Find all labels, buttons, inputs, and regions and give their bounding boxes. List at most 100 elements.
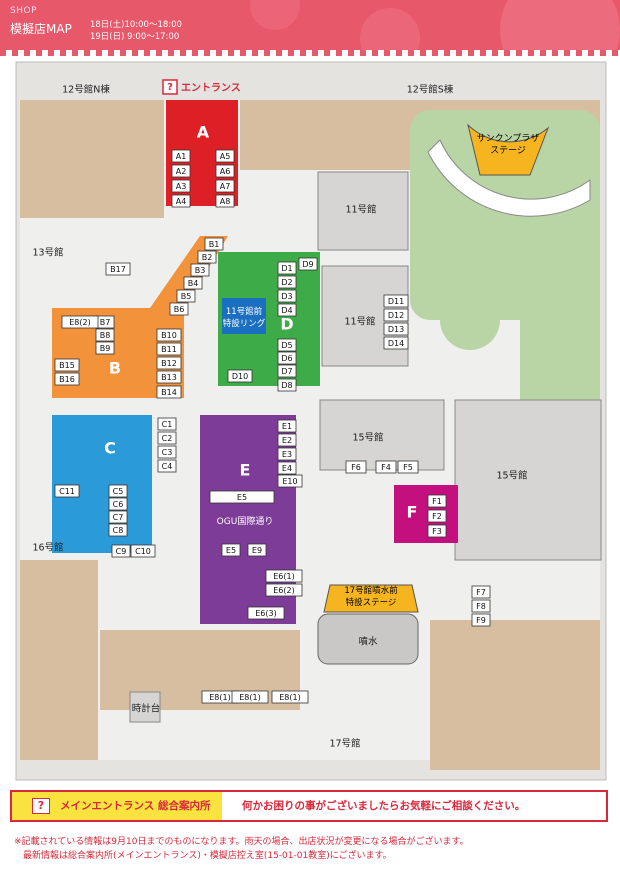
booth-f8: F8 <box>471 599 491 613</box>
booth-f1: F1 <box>427 494 447 508</box>
building-15-west <box>319 399 445 471</box>
booth-f9: F9 <box>471 613 491 627</box>
booth-b10: B10 <box>156 328 182 342</box>
booth-e6-1: E6(1) <box>265 569 303 583</box>
booth-label: D2 <box>281 278 292 287</box>
booth-label: E6(2) <box>273 586 294 595</box>
booth-label: F4 <box>381 463 391 472</box>
booth-label: B12 <box>161 359 177 368</box>
booth-label: B13 <box>161 373 177 382</box>
area-a-label: A <box>197 123 210 142</box>
booth-b17: B17 <box>105 262 131 276</box>
booth-label: B9 <box>100 344 111 353</box>
label-17: 17号館 <box>329 738 360 750</box>
booth-label: E5 <box>237 493 247 502</box>
section-label: SHOP <box>10 6 37 16</box>
booth-label: E9 <box>252 546 262 555</box>
booth-d6: D6 <box>277 351 297 365</box>
booth-d1: D1 <box>277 261 297 275</box>
booth-label: A2 <box>176 167 187 176</box>
booth-label: C5 <box>113 487 124 496</box>
notes: ※記載されている情報は9月10日までのものになります。雨天の場合、出店状況が変更… <box>14 835 614 863</box>
booth-b1: B1 <box>204 237 224 251</box>
booth-label: B11 <box>161 345 177 354</box>
booth-c5: C5 <box>108 484 128 498</box>
booth-label: E8(1) <box>209 693 230 702</box>
booth-a6: A6 <box>215 164 235 178</box>
booths: A1A2A3A4A5A6A7A8B1B2B3B4B5B6B7B8B9B17B10… <box>54 149 491 704</box>
booth-e6-2: E6(2) <box>265 583 303 597</box>
booth-label: D1 <box>281 264 292 273</box>
area-b <box>52 236 228 398</box>
booth-label: C6 <box>113 500 124 509</box>
booth-b12: B12 <box>156 356 182 370</box>
booth-label: D11 <box>388 297 404 306</box>
booth-label: D8 <box>281 381 292 390</box>
booth-a3: A3 <box>171 179 191 193</box>
booth-label: A8 <box>220 197 231 206</box>
booth-f5: F5 <box>397 460 419 474</box>
booth-label: C9 <box>116 547 127 556</box>
area-c <box>52 415 152 553</box>
booth-label: A5 <box>220 152 231 161</box>
page-title: 模擬店MAP <box>10 22 72 36</box>
booth-d4: D4 <box>277 303 297 317</box>
booth-label: A4 <box>176 197 187 206</box>
booth-label: E8(1) <box>279 693 300 702</box>
schedule-day1: 18日(土)10:00～18:00 <box>90 20 182 30</box>
booth-f7: F7 <box>471 585 491 599</box>
booth-d10: D10 <box>227 369 253 383</box>
label-clock: 時計台 <box>132 703 161 715</box>
booth-d8: D8 <box>277 378 297 392</box>
booth-label: E8(2) <box>69 318 90 327</box>
booth-label: A1 <box>176 152 187 161</box>
booth-label: D3 <box>281 292 292 301</box>
header-zigzag <box>0 50 620 56</box>
booth-f2: F2 <box>427 509 447 523</box>
label-11b: 11号館 <box>344 316 375 328</box>
booth-c1: C1 <box>157 417 177 431</box>
label-16: 16号館 <box>32 542 63 554</box>
booth-a4: A4 <box>171 194 191 208</box>
booth-label: F3 <box>432 527 442 536</box>
campus-map: サンクンプラザ ステージ A B C D 11号館前 特設リング E OGU国際… <box>15 61 607 781</box>
booth-b9: B9 <box>95 341 115 355</box>
booth-label: A3 <box>176 182 187 191</box>
booth-e8-1c: E8(1) <box>271 690 309 704</box>
booth-label: B15 <box>59 361 75 370</box>
fountain-stage-label-1: 17号館噴水前 <box>344 585 398 596</box>
booth-label: B2 <box>202 253 213 262</box>
area-f <box>394 485 458 543</box>
booth-label: B6 <box>174 305 185 314</box>
booth-label: D9 <box>302 260 313 269</box>
booth-f4: F4 <box>375 460 397 474</box>
main-entrance-label: メインエントランス 総合案内所 <box>60 800 211 812</box>
booth-c3: C3 <box>157 445 177 459</box>
booth-b13: B13 <box>156 370 182 384</box>
info-bar: ? メインエントランス 総合案内所 何かお困りの事がございましたらお気軽にご相談… <box>10 790 608 822</box>
booth-e8-2: E8(2) <box>61 315 99 329</box>
booth-b6: B6 <box>169 302 189 316</box>
booth-label: B3 <box>195 266 206 275</box>
entrance: ? エントランス <box>162 79 241 95</box>
booth-label: D4 <box>281 306 292 315</box>
schedule: 18日(土)10:00～18:00 19日(日) 9:00～17:00 <box>90 19 182 43</box>
booth-a7: A7 <box>215 179 235 193</box>
booth-label: B8 <box>100 331 111 340</box>
area-b-label: B <box>109 359 121 378</box>
booth-c10: C10 <box>130 544 156 558</box>
booth-label: D6 <box>281 354 292 363</box>
booth-b2: B2 <box>197 250 217 264</box>
booth-b4: B4 <box>183 276 203 290</box>
booth-label: E4 <box>282 464 292 473</box>
clock-tower <box>129 691 161 723</box>
booth-c7: C7 <box>108 510 128 524</box>
booth-f6: F6 <box>345 460 367 474</box>
booth-label: F2 <box>432 512 442 521</box>
booth-label: E3 <box>282 450 292 459</box>
area-e-label: E <box>240 461 251 480</box>
booth-d12: D12 <box>383 308 409 322</box>
entrance-q: ? <box>167 82 173 93</box>
label-15a: 15号館 <box>352 432 383 444</box>
booth-d3: D3 <box>277 289 297 303</box>
